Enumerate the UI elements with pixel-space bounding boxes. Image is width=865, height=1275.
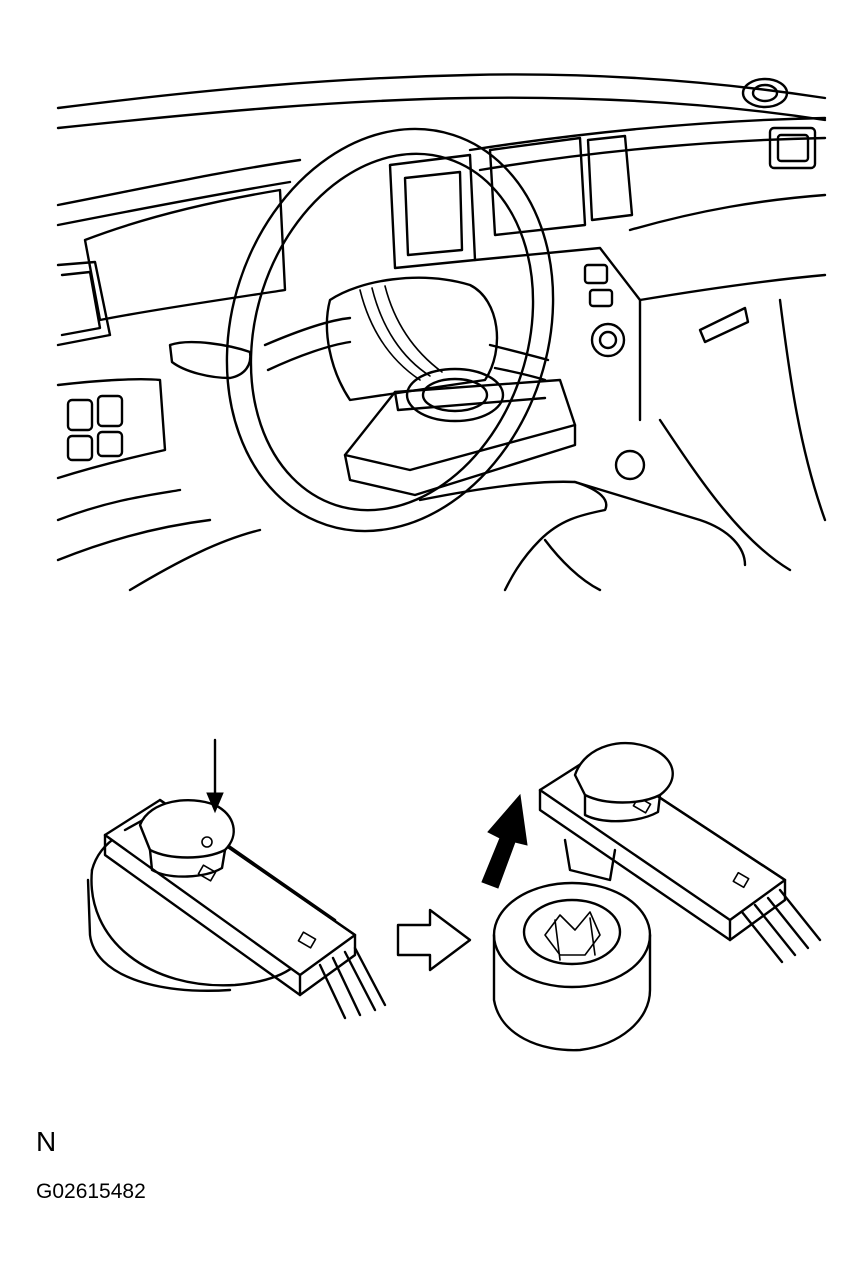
dashboard-scene	[56, 73, 827, 592]
figure-code: G02615482	[36, 1180, 146, 1203]
connector-locked	[86, 738, 387, 1020]
right-outline-arrow-icon	[396, 908, 472, 972]
connector-released	[492, 742, 822, 1052]
up-right-solid-arrow-icon	[481, 793, 528, 889]
figure-label-letter: N	[36, 1126, 57, 1157]
